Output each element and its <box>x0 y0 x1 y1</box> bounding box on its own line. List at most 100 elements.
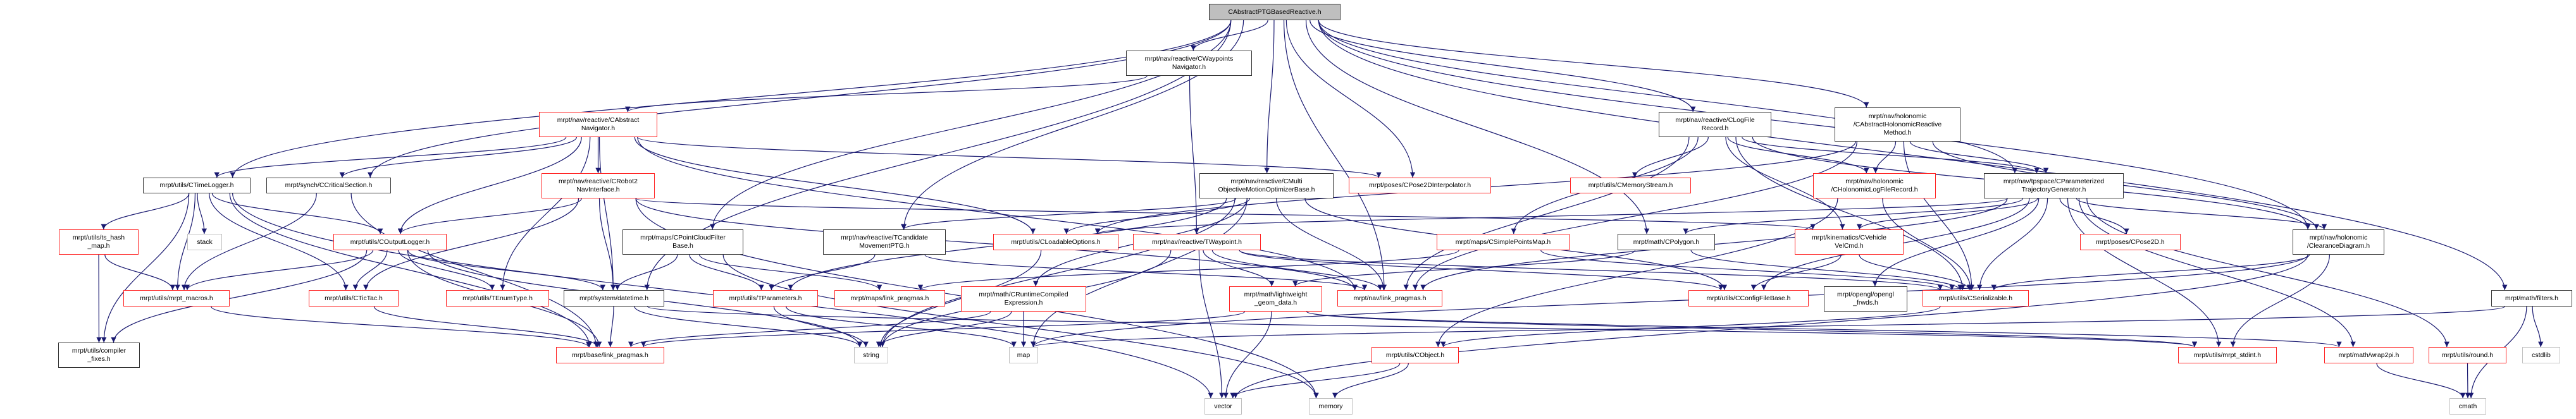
node-compiler-fixes[interactable]: mrpt/utils/compiler _fixes.h <box>58 343 140 368</box>
node-crobot2-nav-interface[interactable]: mrpt/nav/reactive/CRobot2 NavInterface.h <box>542 173 655 198</box>
edge-filters-to-cstdlib <box>2532 306 2544 348</box>
node-cpose2d[interactable]: mrpt/poses/CPose2D.h <box>2080 234 2181 250</box>
edge-root-to-ctimelogger <box>230 20 1232 178</box>
edge-cabstractnav-to-coutputlogger <box>397 137 582 234</box>
edge-clogfile-to-navlink <box>1403 137 1690 291</box>
edge-root-to-ccritical <box>368 20 1232 178</box>
edge-cptg-to-cloadable <box>1095 198 2008 234</box>
edge-crobot2-to-ctictac <box>363 198 579 291</box>
node-ctictac[interactable]: mrpt/utils/CTicTac.h <box>309 290 399 307</box>
node-maps-link-pragmas[interactable]: mrpt/maps/link_pragmas.h <box>834 290 945 307</box>
node-tcandidate-movement-ptg[interactable]: mrpt/nav/reactive/TCandidate MovementPTG… <box>823 229 946 255</box>
node-math-filters[interactable]: mrpt/math/filters.h <box>2491 290 2572 307</box>
node-cwaypoints-navigator[interactable]: mrpt/nav/reactive/CWaypoints Navigator.h <box>1126 51 1252 76</box>
edge-cabstractnav-to-cpose2dinterp <box>637 137 1382 178</box>
edge-cmulti-to-cloadable <box>1063 198 1250 234</box>
node-cloadable-options[interactable]: mrpt/utils/CLoadableOptions.h <box>993 234 1118 250</box>
edge-root-to-cpolygon <box>1305 20 1650 234</box>
node-cvehicle-vel-cmd[interactable]: mrpt/kinematics/CVehicle VelCmd.h <box>1795 229 1904 255</box>
edge-cabsholo-to-clearance <box>1932 141 2319 230</box>
node-lightweight-geom-data[interactable]: mrpt/math/lightweight _geom_data.h <box>1229 286 1322 312</box>
node-datetime[interactable]: mrpt/system/datetime.h <box>564 290 664 307</box>
edge-wrap2pi-to-cmath <box>2376 363 2466 399</box>
edge-cobject-to-memory <box>1332 363 1409 399</box>
edge-clogfile-to-cvehicle <box>1725 137 1845 230</box>
edge-root-to-cpose2dinterp <box>1285 20 1416 178</box>
edge-coutputlogger-to-datetime <box>407 250 605 291</box>
edge-tparams-to-string <box>773 306 869 348</box>
node-clogfile-record[interactable]: mrpt/nav/reactive/CLogFile Record.h <box>1659 112 1771 137</box>
edge-cobject-to-vector <box>1230 363 1401 399</box>
edge-clogfile-to-cholorec <box>1727 137 1869 174</box>
edge-twaypoint-to-cserial <box>1239 250 1943 291</box>
node-opengl-frwds[interactable]: mrpt/opengl/opengl _frwds.h <box>1824 286 1907 312</box>
edge-tcand-to-tparams <box>769 254 876 291</box>
node-tenum-type[interactable]: mrpt/utils/TEnumType.h <box>446 290 549 307</box>
edge-ccritical-to-baselink <box>350 193 599 348</box>
node-ts-hash-map[interactable]: mrpt/utils/ts_hash _map.h <box>59 229 139 255</box>
edge-cvehicle-to-cconfig <box>1750 254 1842 291</box>
node-cmath: cmath <box>2449 398 2486 415</box>
edge-cruntime-to-baselink <box>628 311 991 348</box>
edge-cabstractnav-to-ccritical <box>339 137 578 178</box>
edge-datetime-to-string <box>634 306 863 348</box>
edge-root-to-clearance <box>1318 20 2311 230</box>
node-ccritical-section[interactable]: mrpt/synch/CCriticalSection.h <box>266 178 391 193</box>
edge-lightweight-to-baselink <box>641 311 1246 348</box>
node-base-link-pragmas[interactable]: mrpt/base/link_pragmas.h <box>556 347 664 363</box>
edge-mrptmacros-to-baselink <box>211 306 591 348</box>
edge-tshash-to-mrptmacros <box>104 254 176 291</box>
node-clearance-diagram[interactable]: mrpt/nav/holonomic /ClearanceDiagram.h <box>2293 229 2384 255</box>
node-map: map <box>1009 347 1038 363</box>
node-coutput-logger[interactable]: mrpt/utils/COutputLogger.h <box>333 234 447 250</box>
edge-ctimelogger-to-ctictac <box>209 193 349 291</box>
edge-ctimelogger-to-baselink <box>229 193 592 348</box>
node-cobject[interactable]: mrpt/utils/CObject.h <box>1372 347 1459 363</box>
node-round[interactable]: mrpt/utils/round.h <box>2429 347 2506 363</box>
node-cpose2d-interpolator[interactable]: mrpt/poses/CPose2DInterpolator.h <box>1349 178 1491 193</box>
edge-csimplepts-to-mapslink <box>918 250 1459 291</box>
edge-cpolygon-to-lightweight <box>1292 250 1636 287</box>
node-cconfig-file-base[interactable]: mrpt/utils/CConfigFileBase.h <box>1688 290 1809 307</box>
edge-clearance-to-cserial <box>1991 254 2310 291</box>
node-memory: memory <box>1309 398 1353 415</box>
node-cruntime-compiled-expression[interactable]: mrpt/math/CRuntimeCompiled Expression.h <box>961 286 1086 312</box>
edge-coutputlogger-to-tenum <box>398 250 495 291</box>
edge-ctimelogger-to-tshash <box>101 193 190 230</box>
node-cabstract-holonomic-reactive-method[interactable]: mrpt/nav/holonomic /CAbstractHolonomicRe… <box>1835 107 1960 142</box>
edge-twaypoint-to-navlink <box>1211 250 1383 291</box>
node-cparameterized-trajectory-generator[interactable]: mrpt/nav/tpspace/CParameterized Trajecto… <box>1984 173 2124 198</box>
edge-cptg-to-clearance <box>2076 198 2327 230</box>
node-cserializable[interactable]: mrpt/utils/CSerializable.h <box>1923 290 2029 307</box>
node-csimple-points-map[interactable]: mrpt/maps/CSimplePointsMap.h <box>1437 234 1570 250</box>
edge-root-to-cptg <box>1318 20 2018 174</box>
edge-cptg-to-cvehicle <box>1857 198 2038 230</box>
node-cabstract-navigator[interactable]: mrpt/nav/reactive/CAbstract Navigator.h <box>539 112 657 137</box>
edge-cabsholo-to-cptg <box>1909 141 2049 174</box>
node-mrpt-macros[interactable]: mrpt/utils/mrpt_macros.h <box>123 290 230 307</box>
node-cpoint-cloud-filter-base[interactable]: mrpt/maps/CPointCloudFilter Base.h <box>622 229 743 255</box>
node-cstdlib: cstdlib <box>2522 347 2560 363</box>
node-twaypoint[interactable]: mrpt/nav/reactive/TWaypoint.h <box>1133 234 1261 250</box>
edge-cpolygon-to-cserial <box>1690 250 1963 291</box>
node-wrap2pi[interactable]: mrpt/math/wrap2pi.h <box>2324 347 2413 363</box>
node-tparameters[interactable]: mrpt/utils/TParameters.h <box>713 290 818 307</box>
edge-cabstractnav-to-tenum <box>500 137 591 291</box>
node-ctimelogger[interactable]: mrpt/utils/CTimeLogger.h <box>143 178 251 193</box>
node-string: string <box>854 347 888 363</box>
edge-ctimelogger-to-mrptmacros <box>175 193 196 291</box>
node-cmulti-objective-motion-optimizer-base[interactable]: mrpt/nav/reactive/CMulti ObjectiveMotion… <box>1199 173 1334 198</box>
edge-coutputlogger-to-mrptmacros <box>184 250 374 291</box>
edge-root-to-navlink <box>1283 20 1387 291</box>
edge-cabsholo-to-cserial <box>1903 141 1975 291</box>
node-nav-link-pragmas[interactable]: mrpt/nav/link_pragmas.h <box>1337 290 1442 307</box>
edge-cmulti-to-navlink <box>1276 198 1387 291</box>
node-cholonomic-log-file-record[interactable]: mrpt/nav/holonomic /CHolonomicLogFileRec… <box>1813 173 1936 198</box>
edge-cabstractnav-to-datetime <box>598 137 616 291</box>
node-mrpt-stdint[interactable]: mrpt/utils/mrpt_stdint.h <box>2178 347 2277 363</box>
node-cmemory-stream[interactable]: mrpt/utils/CMemoryStream.h <box>1570 178 1691 193</box>
edge-csimplepts-to-cserial <box>1540 250 1955 291</box>
node-cpolygon[interactable]: mrpt/math/CPolygon.h <box>1618 234 1715 250</box>
edge-ctictac-to-baselink <box>373 306 600 348</box>
edge-clogfile-to-cserial <box>1735 137 1966 291</box>
